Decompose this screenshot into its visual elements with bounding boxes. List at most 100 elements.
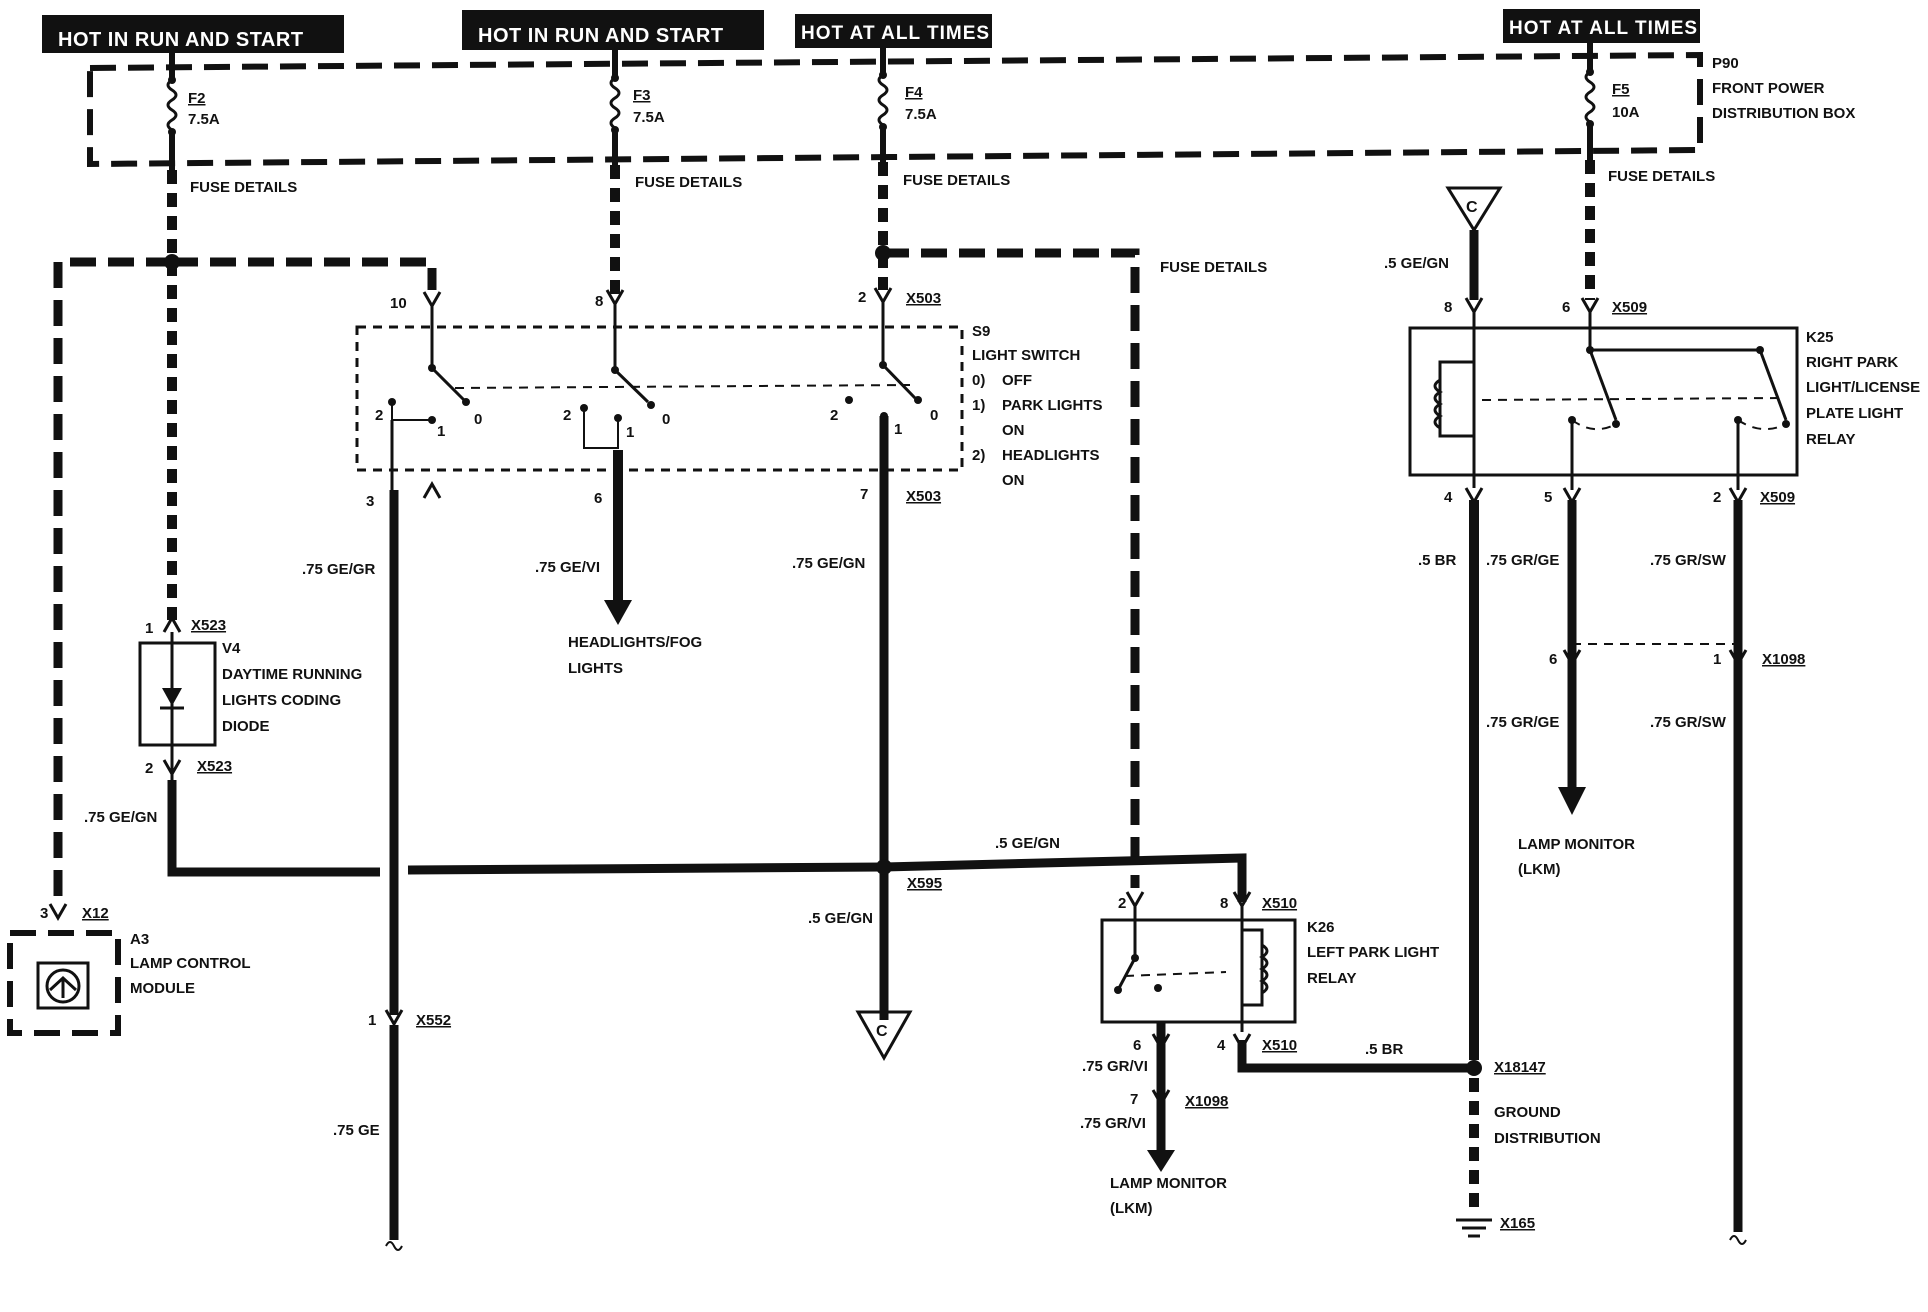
v4-coding-diode: 1 X523 2 X523 V4 DAYTIME RUNNING LIGHTS …: [138, 614, 362, 790]
svg-text:RIGHT PARK: RIGHT PARK: [1806, 354, 1898, 371]
svg-text:LAMP MONITOR: LAMP MONITOR: [1518, 836, 1635, 853]
svg-text:0): 0): [972, 372, 985, 389]
svg-text:7.5A: 7.5A: [188, 111, 220, 128]
svg-text:LAMP CONTROL: LAMP CONTROL: [130, 955, 251, 972]
wire-ge-gn-75: .75 GE/GN: [792, 416, 889, 1020]
svg-text:2): 2): [972, 447, 985, 464]
wire-gr-ge: .75 GR/GE 6 .75 GR/GE LAMP MONITOR (LKM): [1486, 500, 1635, 878]
wire-ge-gn-5-bus: .5 GE/GN X595 .5 GE/GN: [407, 835, 1247, 927]
k25-right-park-light-relay: 8 6 X509 K25 RIGHT PARK LIGHT/LICENSE PL…: [1408, 297, 1920, 506]
svg-text:LIGHTS CODING: LIGHTS CODING: [222, 692, 341, 709]
svg-text:FUSE DETAILS: FUSE DETAILS: [190, 179, 297, 196]
svg-text:1): 1): [972, 397, 985, 414]
svg-text:DISTRIBUTION BOX: DISTRIBUTION BOX: [1712, 105, 1855, 122]
svg-text:(LKM): (LKM): [1518, 861, 1560, 878]
fuse-f3: F3 7.5A FUSE DETAILS: [609, 50, 742, 191]
svg-text:PARK LIGHTS: PARK LIGHTS: [1002, 397, 1103, 414]
svg-text:F4: F4: [905, 84, 923, 101]
svg-text:6: 6: [1562, 299, 1570, 316]
header-hot-run-start-1: HOT IN RUN AND START: [42, 15, 344, 53]
svg-text:X509: X509: [1760, 489, 1795, 506]
fuse-f4: F4 7.5A FUSE DETAILS: [877, 48, 1010, 189]
svg-text:3: 3: [366, 493, 374, 510]
svg-text:8: 8: [1220, 895, 1228, 912]
svg-text:4: 4: [1217, 1037, 1226, 1054]
ground-symbol-x165: X165: [1456, 1215, 1535, 1238]
svg-text:1: 1: [437, 423, 445, 440]
svg-text:.5 GE/GN: .5 GE/GN: [1384, 255, 1449, 272]
svg-text:X510: X510: [1262, 895, 1297, 912]
svg-text:.75 GR/SW: .75 GR/SW: [1650, 552, 1727, 569]
svg-text:HOT IN RUN AND START: HOT IN RUN AND START: [478, 25, 724, 47]
svg-text:X165: X165: [1500, 1215, 1535, 1232]
svg-text:FUSE DETAILS: FUSE DETAILS: [1160, 259, 1267, 276]
svg-text:.75 GR/GE: .75 GR/GE: [1486, 714, 1559, 731]
svg-text:(LKM): (LKM): [1110, 1200, 1152, 1217]
svg-text:X1098: X1098: [1762, 651, 1805, 668]
connector-x552: 1 X552 .75 GE: [333, 1009, 451, 1251]
svg-text:ON: ON: [1002, 422, 1025, 439]
svg-text:1: 1: [894, 421, 902, 438]
svg-text:.5 BR: .5 BR: [1365, 1041, 1404, 1058]
svg-text:X509: X509: [1612, 299, 1647, 316]
svg-text:1: 1: [626, 424, 634, 441]
wire-gr-sw: .75 GR/SW 1 X1098 .75 GR/SW: [1650, 500, 1805, 1245]
svg-text:DIODE: DIODE: [222, 718, 270, 735]
svg-text:X523: X523: [197, 758, 232, 775]
svg-text:X18147: X18147: [1494, 1059, 1546, 1076]
svg-text:HOT IN RUN AND START: HOT IN RUN AND START: [58, 29, 304, 51]
svg-text:FUSE DETAILS: FUSE DETAILS: [1608, 168, 1715, 185]
connector-c-top: C .5 GE/GN: [1384, 186, 1503, 300]
svg-text:X12: X12: [82, 905, 109, 922]
svg-text:FUSE DETAILS: FUSE DETAILS: [635, 174, 742, 191]
svg-text:3: 3: [40, 905, 48, 922]
svg-text:HOT AT ALL TIMES: HOT AT ALL TIMES: [1509, 18, 1698, 39]
connector-c-bottom: C: [855, 1010, 913, 1062]
svg-text:A3: A3: [130, 931, 149, 948]
s9-light-switch: 10 8 2 X503 2 1 0 2 1 0 2: [355, 287, 1103, 510]
svg-text:GROUND: GROUND: [1494, 1104, 1561, 1121]
svg-text:.75 GE/VI: .75 GE/VI: [535, 559, 600, 576]
svg-text:LIGHT SWITCH: LIGHT SWITCH: [972, 347, 1080, 364]
svg-text:K26: K26: [1307, 919, 1335, 936]
svg-text:6: 6: [1133, 1037, 1141, 1054]
svg-text:F5: F5: [1612, 81, 1630, 98]
svg-text:OFF: OFF: [1002, 372, 1032, 389]
svg-text:LIGHT/LICENSE: LIGHT/LICENSE: [1806, 379, 1920, 396]
svg-text:F2: F2: [188, 90, 206, 107]
svg-text:8: 8: [1444, 299, 1452, 316]
wire-f4-feed: FUSE DETAILS: [875, 162, 1267, 888]
svg-text:HOT AT ALL TIMES: HOT AT ALL TIMES: [801, 23, 990, 44]
svg-text:2: 2: [858, 289, 866, 306]
svg-text:.75 GE/GN: .75 GE/GN: [84, 809, 157, 826]
svg-text:MODULE: MODULE: [130, 980, 195, 997]
wire-gr-vi: .75 GR/VI 7 X1098 .75 GR/VI LAMP MONITOR…: [1080, 1022, 1228, 1217]
svg-text:0: 0: [474, 411, 482, 428]
svg-text:LIGHTS: LIGHTS: [568, 660, 623, 677]
svg-text:F3: F3: [633, 87, 651, 104]
svg-text:K25: K25: [1806, 329, 1834, 346]
svg-text:2: 2: [375, 407, 383, 424]
svg-text:2: 2: [563, 407, 571, 424]
svg-text:0: 0: [662, 411, 670, 428]
svg-text:2: 2: [1118, 895, 1126, 912]
svg-text:.75 GE/GR: .75 GE/GR: [302, 561, 376, 578]
svg-text:.5 GE/GN: .5 GE/GN: [808, 910, 873, 927]
svg-text:1: 1: [368, 1012, 376, 1029]
svg-text:.5 BR: .5 BR: [1418, 552, 1457, 569]
svg-text:0: 0: [930, 407, 938, 424]
svg-text:.75 GR/GE: .75 GR/GE: [1486, 552, 1559, 569]
svg-text:.75 GE: .75 GE: [333, 1122, 380, 1139]
svg-text:RELAY: RELAY: [1806, 431, 1855, 448]
svg-text:8: 8: [595, 293, 603, 310]
svg-text:1: 1: [1713, 651, 1721, 668]
svg-text:.75 GR/VI: .75 GR/VI: [1080, 1115, 1146, 1132]
svg-text:FRONT POWER: FRONT POWER: [1712, 80, 1825, 97]
svg-text:.75 GR/SW: .75 GR/SW: [1650, 714, 1727, 731]
svg-text:DISTRIBUTION: DISTRIBUTION: [1494, 1130, 1601, 1147]
wire-ge-vi: .75 GE/VI HEADLIGHTS/FOG LIGHTS: [535, 450, 702, 677]
svg-text:7: 7: [1130, 1091, 1138, 1108]
wire-br-k26-ground: .5 BR: [1237, 1040, 1482, 1076]
svg-text:2: 2: [1713, 489, 1721, 506]
svg-text:X552: X552: [416, 1012, 451, 1029]
